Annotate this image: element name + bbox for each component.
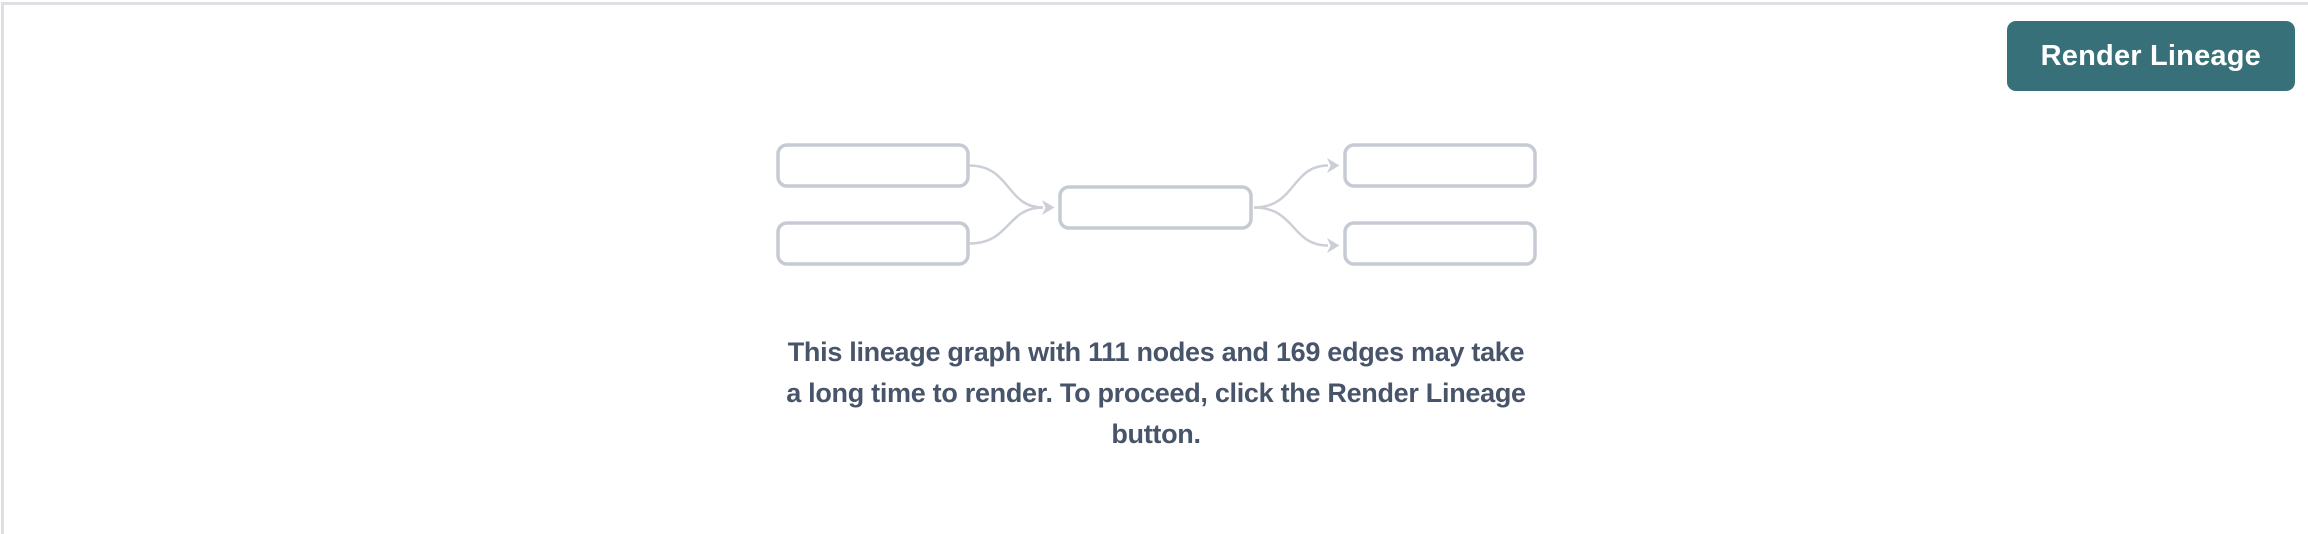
edge-arrowhead-icon — [1327, 158, 1340, 173]
lineage-empty-state: This lineage graph with 111 nodes and 16… — [4, 5, 2308, 455]
lineage-graph-illustration — [776, 143, 1537, 266]
edge-curve-upstream-2 — [968, 206, 1044, 245]
edge-curve-downstream-2 — [1253, 206, 1329, 247]
edge-curve-downstream-1 — [1253, 164, 1329, 209]
placeholder-node-center — [1058, 185, 1253, 230]
placeholder-node-upstream-2 — [776, 221, 970, 266]
edge-curve-upstream-1 — [968, 164, 1044, 209]
placeholder-node-upstream-1 — [776, 143, 970, 188]
edge-arrowhead-icon — [1327, 238, 1340, 253]
render-warning-message: This lineage graph with 111 nodes and 16… — [786, 337, 1526, 449]
placeholder-node-downstream-1 — [1343, 143, 1537, 188]
placeholder-node-downstream-2 — [1343, 221, 1537, 266]
edge-arrowhead-icon — [1042, 200, 1055, 215]
render-lineage-button[interactable]: Render Lineage — [2006, 21, 2295, 91]
